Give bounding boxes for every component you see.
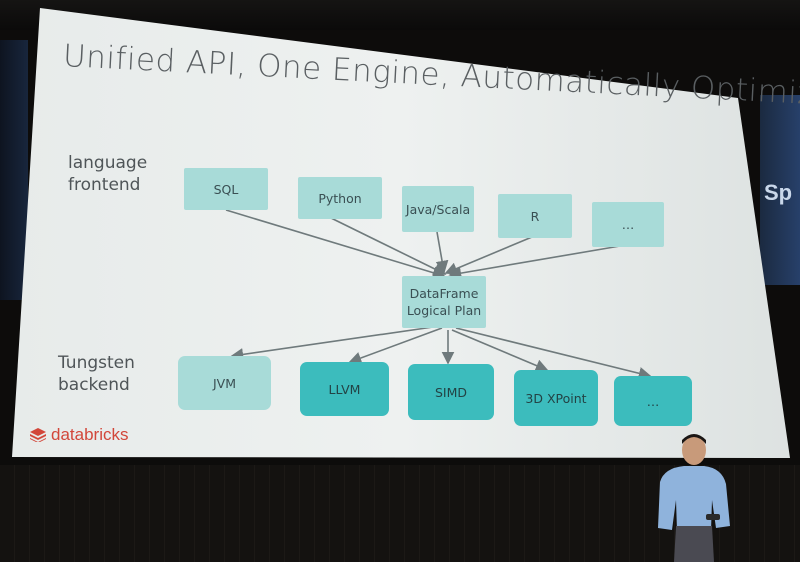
databricks-logo-icon — [30, 428, 46, 442]
backend-box-simd: SIMD — [408, 364, 494, 420]
center-box-label: DataFrame Logical Plan — [406, 286, 482, 318]
frontend-box-label: SQL — [213, 181, 239, 197]
frontend-box-label: Java/Scala — [405, 201, 471, 217]
backend-label: Tungsten backend — [58, 353, 135, 395]
presenter — [658, 434, 730, 562]
frontend-box-label: Python — [318, 190, 362, 206]
backend-box-jvm: JVM — [178, 356, 271, 410]
frontend-label: language frontend — [68, 153, 148, 195]
backend-box-label: SIMD — [434, 384, 468, 400]
center-box-dataframe: DataFrame Logical Plan — [402, 276, 486, 328]
backend-box-label: … — [646, 393, 660, 409]
left-stage-banner — [0, 40, 28, 300]
right-stage-banner: Sp — [760, 95, 800, 285]
banner-text: Sp — [764, 180, 793, 205]
frontend-box-python: Python — [298, 177, 382, 219]
backend-arrows — [230, 325, 652, 380]
backend-box-label: LLVM — [328, 381, 361, 397]
frontend-box-more: … — [592, 202, 664, 247]
backend-box-3d-xpoint: 3D XPoint — [514, 370, 598, 426]
backend-box-more: … — [614, 376, 692, 426]
frontend-box-r: R — [498, 194, 572, 238]
databricks-logo-text: databricks — [51, 425, 129, 444]
frontend-arrows — [225, 209, 621, 280]
screen-surface — [12, 8, 790, 458]
backend-box-label: JVM — [212, 375, 237, 391]
databricks-logo: databricks — [30, 425, 128, 445]
backend-box-llvm: LLVM — [300, 362, 389, 416]
frontend-box-sql: SQL — [184, 168, 268, 210]
frontend-box-java-scala: Java/Scala — [402, 186, 474, 232]
frontend-box-label: R — [530, 208, 540, 224]
frontend-box-label: … — [621, 217, 635, 232]
backend-box-label: 3D XPoint — [525, 390, 587, 406]
